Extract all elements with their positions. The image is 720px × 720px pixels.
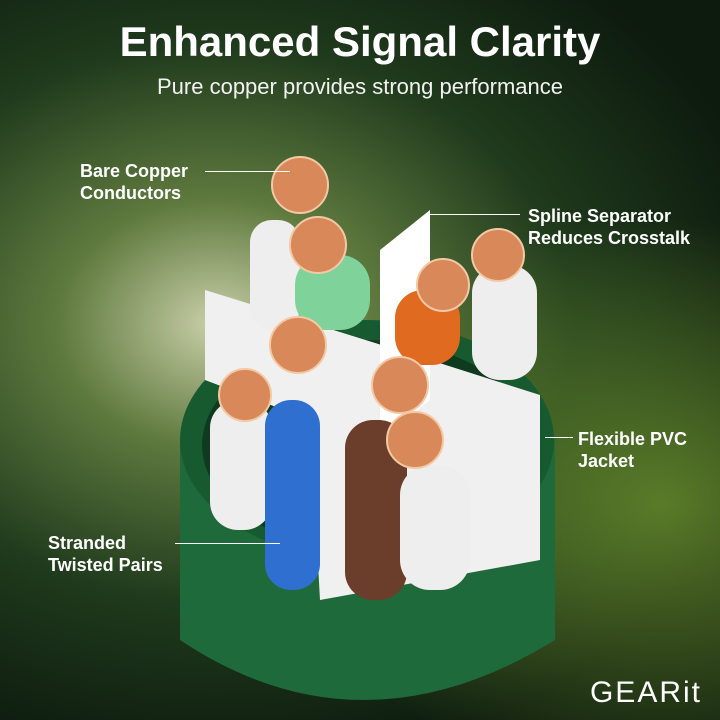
callout-bare-copper: Bare Copper Conductors bbox=[80, 160, 188, 204]
white-wire bbox=[250, 220, 300, 330]
callout-line1: Bare Copper bbox=[80, 161, 189, 181]
leader-line bbox=[205, 171, 290, 172]
callout-line1: Flexible PVC bbox=[578, 429, 688, 449]
white-wire bbox=[400, 465, 470, 590]
callout-line1: Spline Separator bbox=[528, 206, 672, 226]
green-wire bbox=[295, 255, 370, 330]
callout-line1: Stranded bbox=[48, 533, 127, 553]
leader-line bbox=[175, 543, 280, 544]
callout-line2: Twisted Pairs bbox=[48, 555, 163, 575]
leader-line bbox=[545, 437, 573, 438]
callout-spline-separator: Spline Separator Reduces Crosstalk bbox=[528, 205, 690, 249]
white-wire bbox=[210, 400, 272, 530]
brown-wire bbox=[345, 420, 407, 600]
copper-conductors bbox=[218, 156, 525, 469]
page-title: Enhanced Signal Clarity bbox=[119, 18, 601, 65]
callout-twisted-pairs: Stranded Twisted Pairs bbox=[48, 532, 163, 576]
callout-pvc-jacket: Flexible PVC Jacket bbox=[578, 428, 687, 472]
callout-line2: Conductors bbox=[80, 183, 181, 203]
white-wire bbox=[472, 265, 537, 380]
brand-logo: GEARit bbox=[589, 676, 702, 709]
page-subtitle: Pure copper provides strong performance bbox=[157, 74, 563, 99]
callout-line2: Jacket bbox=[578, 451, 635, 471]
callout-line2: Reduces Crosstalk bbox=[528, 228, 691, 248]
leader-line bbox=[430, 214, 520, 215]
blue-wire bbox=[265, 400, 320, 590]
